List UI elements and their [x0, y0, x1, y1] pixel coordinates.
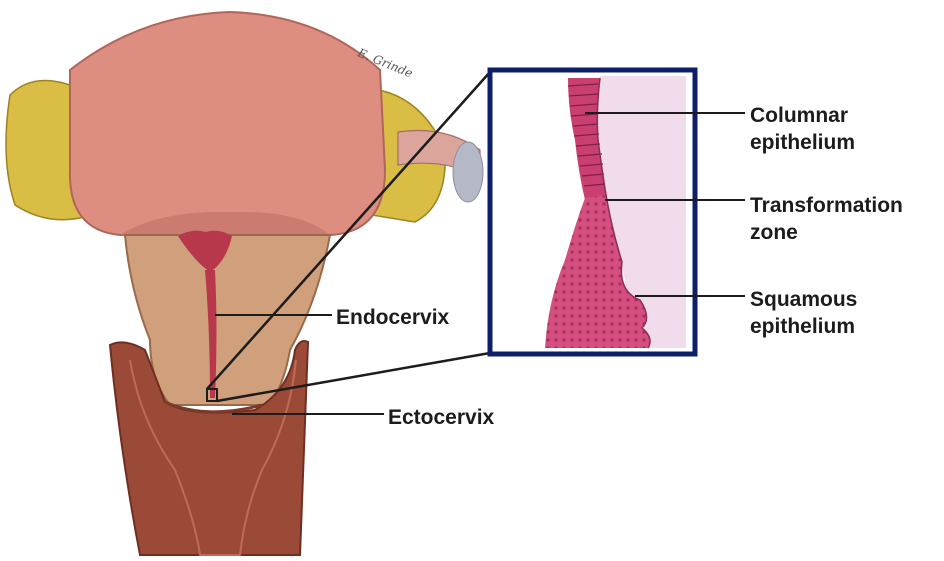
label-squamous-line1: Squamous: [750, 286, 857, 313]
label-squamous-line2: epithelium: [750, 313, 857, 340]
label-transformation-zone: Transformation zone: [750, 192, 903, 246]
uterus-body: [70, 12, 385, 235]
label-columnar-line2: epithelium: [750, 129, 855, 156]
label-columnar-line1: Columnar: [750, 102, 855, 129]
label-ectocervix: Ectocervix: [388, 404, 494, 431]
label-transformation-line2: zone: [750, 219, 903, 246]
label-endocervix: Endocervix: [336, 304, 449, 331]
label-columnar-epithelium: Columnar epithelium: [750, 102, 855, 156]
right-fimbria: [453, 142, 483, 202]
label-transformation-line1: Transformation: [750, 192, 903, 219]
label-squamous-epithelium: Squamous epithelium: [750, 286, 857, 340]
